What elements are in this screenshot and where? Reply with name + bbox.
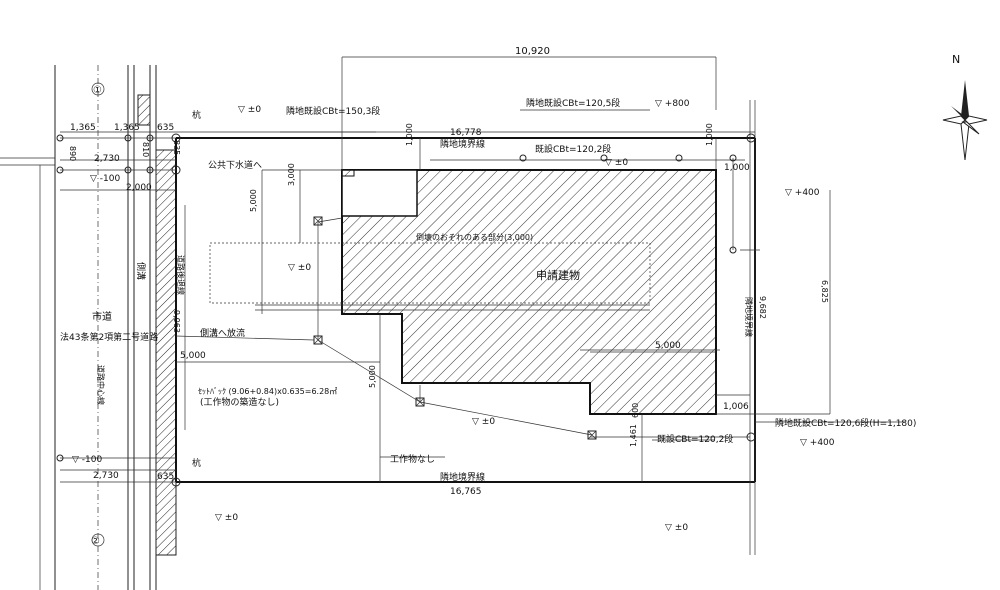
dim-9682: 9,682 xyxy=(758,296,767,319)
dim-9063: 9,063 xyxy=(172,310,181,333)
side-ditch-label: 側溝 xyxy=(135,262,147,280)
level-bottom-right: ▽ ±0 xyxy=(665,523,688,533)
dim-5000-mid: 5,000 xyxy=(180,351,206,361)
level-top-left: ▽ ±0 xyxy=(238,105,261,115)
level-minus100-bottom: ▽ -100 xyxy=(72,455,102,465)
city-road-label: 市道 xyxy=(92,310,112,323)
dim-2000: 2,000 xyxy=(126,183,152,193)
dim-600: 600 xyxy=(631,403,640,418)
stake-label-bottom: 杭 xyxy=(192,457,201,469)
dim-5000-left: 5,000 xyxy=(249,189,258,212)
neighbor-cb-right: 隣地既設CBt=120,6段(H=1,180) xyxy=(775,417,916,429)
dim-6825: 6,825 xyxy=(820,280,829,303)
stake-label-top: 杭 xyxy=(192,109,201,121)
manhole-grate xyxy=(137,94,151,126)
site-boundary xyxy=(60,100,756,555)
setback-note-label: (工作物の築造なし) xyxy=(200,396,279,408)
level-plus800: ▽ +800 xyxy=(655,99,690,109)
dim-890: 890 xyxy=(68,146,77,161)
level-mid-left: ▽ ±0 xyxy=(288,263,311,273)
dim-835: 835 xyxy=(172,140,181,155)
dim-810: 810 xyxy=(141,142,150,157)
level-plus400-right: ▽ +400 xyxy=(785,188,820,198)
level-minus100-top: ▽ -100 xyxy=(90,174,120,184)
dimension-lines xyxy=(60,56,831,482)
collapse-zone-outline xyxy=(209,242,651,304)
existing-cb-top: 既設CBt=120,2段 xyxy=(535,143,611,155)
side-ditch-wall xyxy=(155,149,177,556)
neighbor-cb-top-right: 隣地既設CBt=120,5段 xyxy=(526,97,620,109)
dim-5000-right: 5,000 xyxy=(655,341,681,351)
dim-3000: 3,000 xyxy=(287,163,296,186)
grid-label-2: ② xyxy=(91,536,100,547)
boundary-top-label: 隣地境界線 xyxy=(440,138,485,150)
boundary-top-length: 16,778 xyxy=(450,128,482,138)
dim-2730a: 2,730 xyxy=(94,154,120,164)
road-law-label: 法43条第2項第二号道路 xyxy=(60,331,158,343)
top-width-dim: 10,920 xyxy=(515,46,550,57)
existing-cb-bottom: 既設CBt=120,2段 xyxy=(657,433,733,445)
north-label: N xyxy=(952,53,960,66)
collapse-zone-label: 倒壊のおそれのある部分(3,000) xyxy=(416,232,533,242)
road-center-label: 道路中心線 xyxy=(96,365,106,405)
no-structure-label: 工作物なし xyxy=(390,453,435,465)
boundary-bottom-length: 16,765 xyxy=(450,487,482,497)
boundary-vertical-label: 隣地境界線 xyxy=(744,297,754,337)
dim-5000-lower: 5,000 xyxy=(368,365,377,388)
applicant-building xyxy=(341,169,717,415)
building-label: 申請建物 xyxy=(536,268,580,282)
road-area xyxy=(0,65,177,590)
boundary-posts xyxy=(56,133,756,487)
building-corner-marker xyxy=(341,169,355,177)
dim-1365a: 1,365 xyxy=(70,123,96,133)
dim-1461: 1,461 xyxy=(629,424,638,447)
level-top-mid: ▽ ±0 xyxy=(605,158,628,168)
road-setback-line-label: 道路後退線 xyxy=(176,255,186,295)
drainage-line xyxy=(175,216,597,440)
dim-1000a: 1,000 xyxy=(405,123,414,146)
dim-1006: 1,006 xyxy=(723,402,749,412)
north-arrow-icon xyxy=(942,80,988,161)
level-bottom-left: ▽ ±0 xyxy=(215,513,238,523)
fence-posts-top xyxy=(430,154,745,254)
grid-label-1: ① xyxy=(93,85,102,96)
level-plus400-lower: ▽ +400 xyxy=(800,438,835,448)
side-ditch-drain-label: 側溝へ放流 xyxy=(200,327,245,339)
setback-calc-label: ｾｯﾄﾊﾞｯｸ (9.06+0.84)x0.635=6.28㎡ xyxy=(198,387,337,396)
dim-1365b: 1,365 xyxy=(114,123,140,133)
dim-635b: 635 xyxy=(157,472,174,482)
neighbor-cb-top-left: 隣地既設CBt=150,3段 xyxy=(286,105,380,117)
dim-635a: 635 xyxy=(157,123,174,133)
dim-1000b: 1,000 xyxy=(705,123,714,146)
dim-2730b: 2,730 xyxy=(93,471,119,481)
dim-1000c: 1,000 xyxy=(724,163,750,173)
level-mid-bottom: ▽ ±0 xyxy=(472,417,495,427)
public-sewer-label: 公共下水道へ xyxy=(208,159,262,171)
boundary-bottom-label: 隣地境界線 xyxy=(440,471,485,483)
